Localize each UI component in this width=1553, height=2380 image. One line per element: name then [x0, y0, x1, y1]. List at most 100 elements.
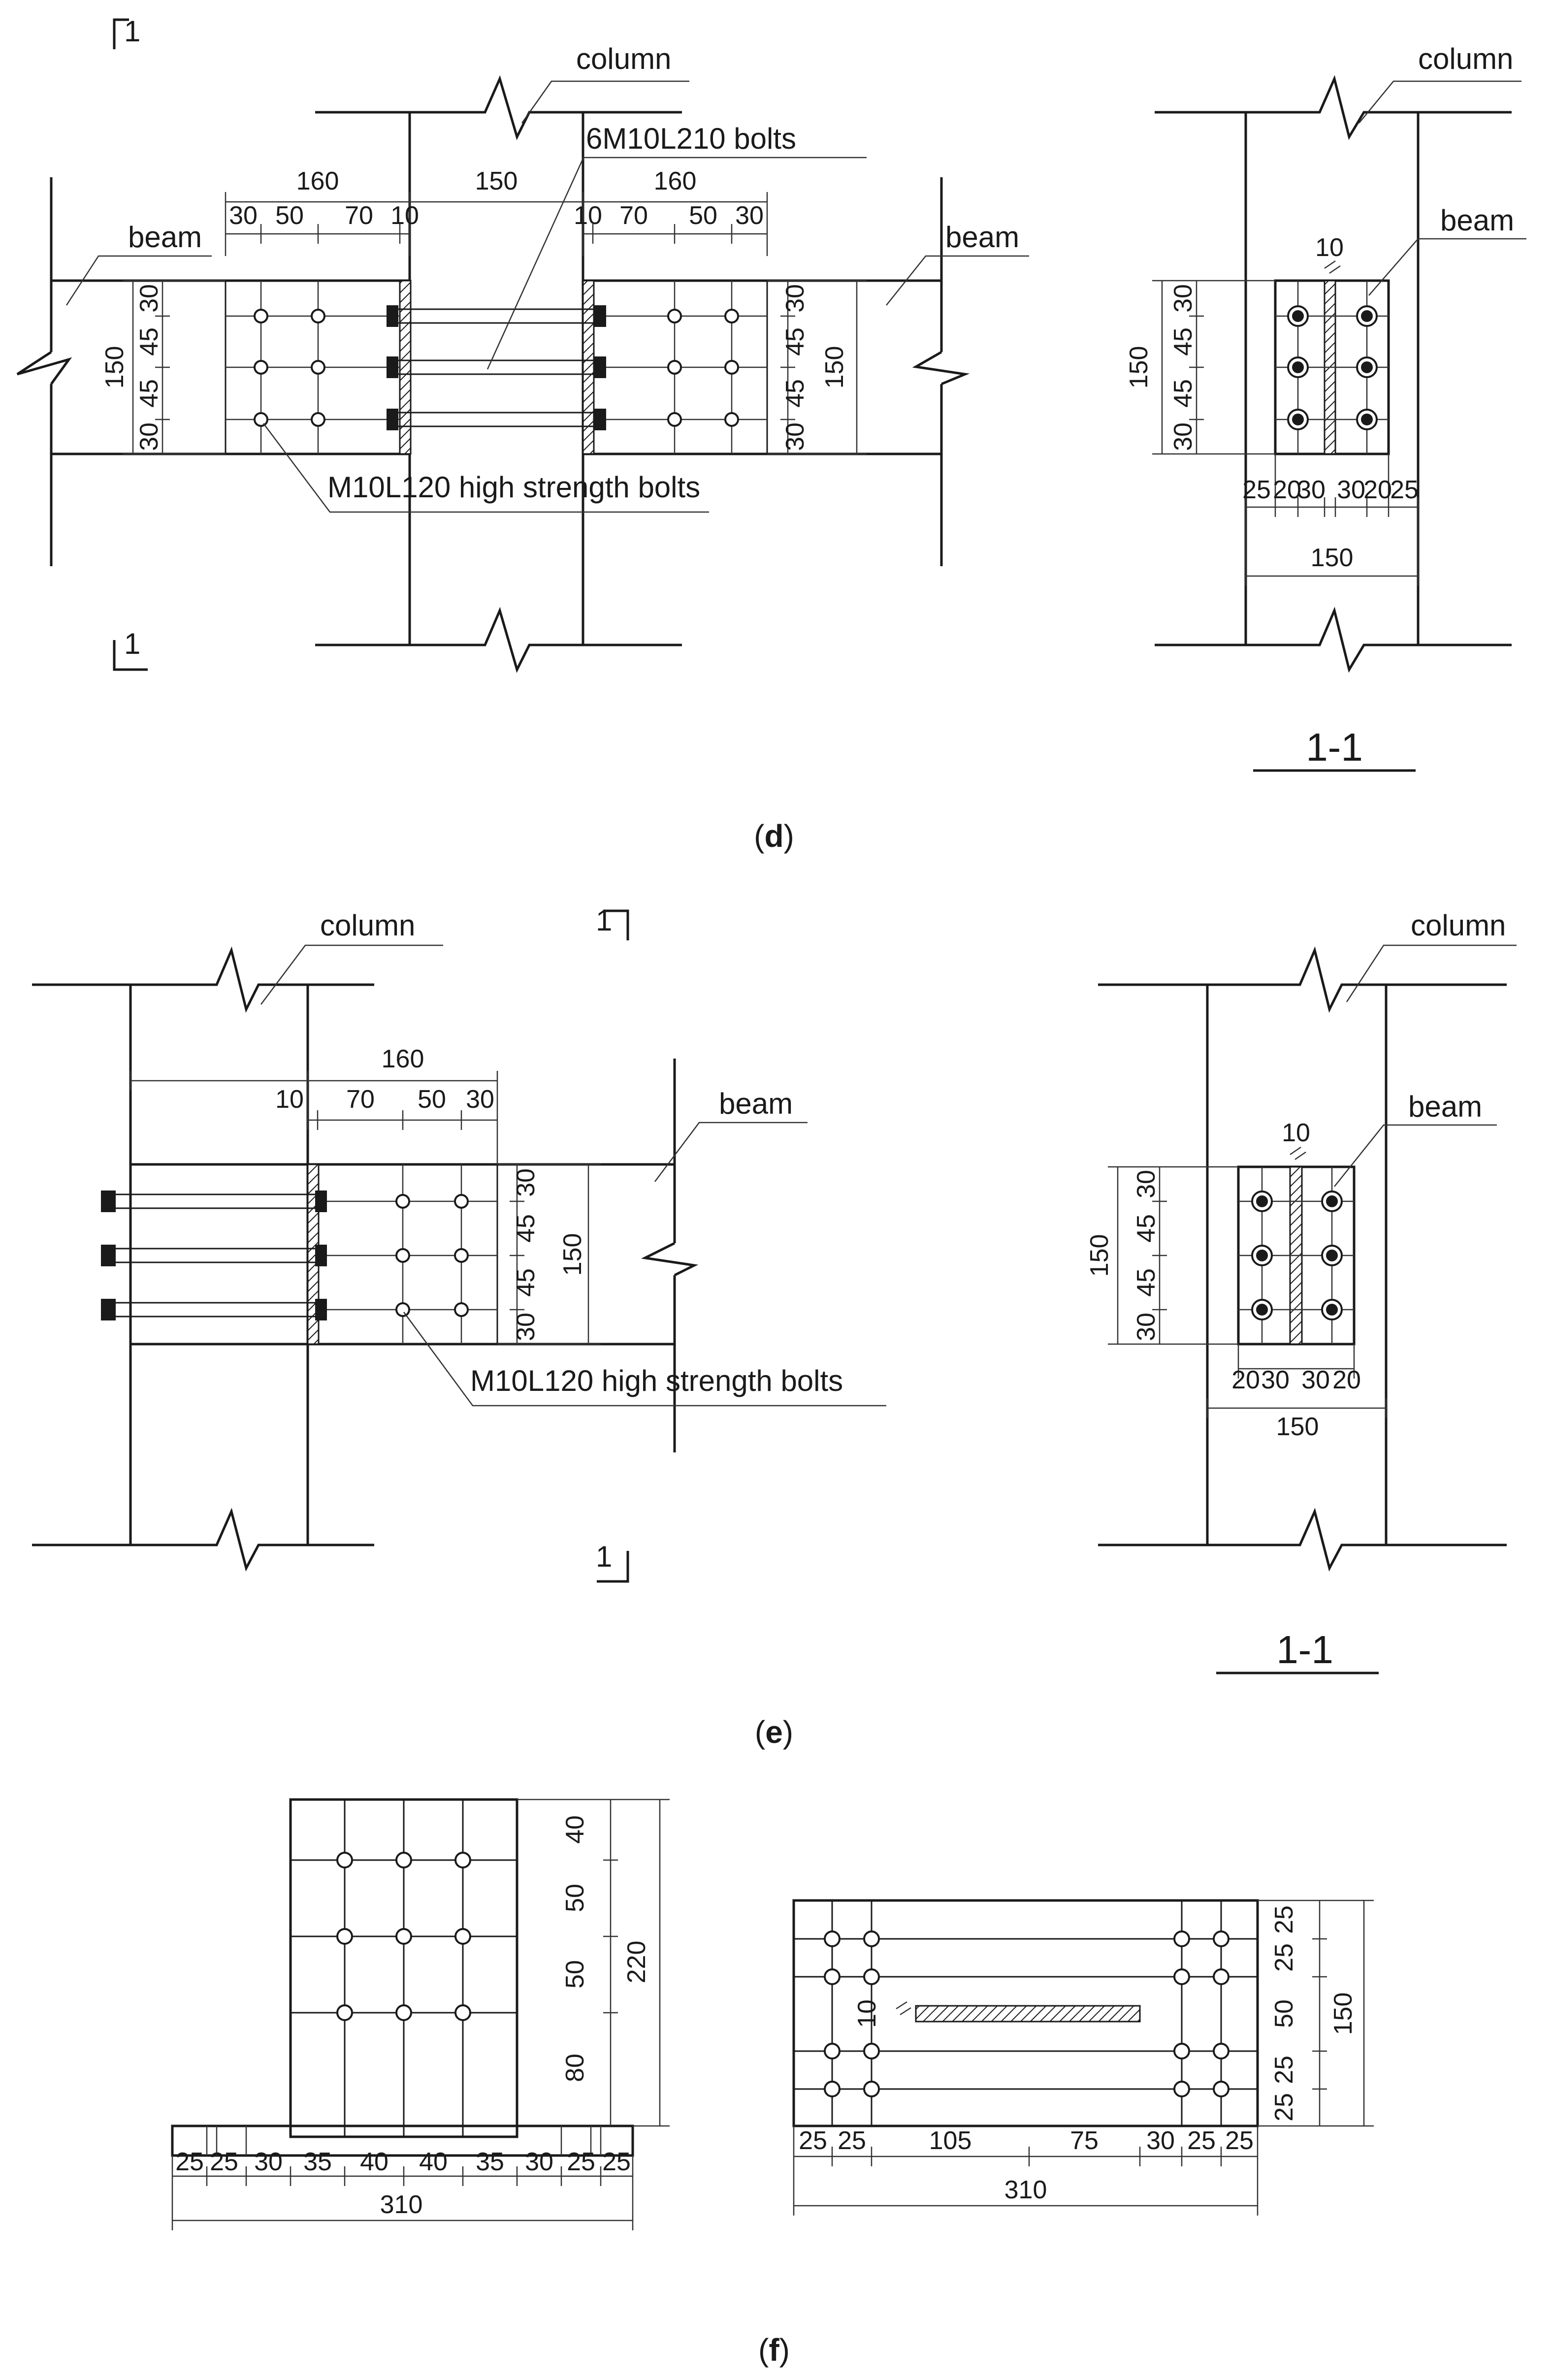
dim-d-v2r: 45 — [781, 379, 809, 408]
dim-d-v2l: 45 — [135, 379, 163, 408]
label-hs-bolts-d: M10L120 high strength bolts — [327, 471, 700, 504]
dim-d-l2: 70 — [345, 201, 373, 230]
dim-e-sec-v0: 30 — [1132, 1170, 1161, 1198]
section-title-e: 1-1 — [1276, 1628, 1333, 1672]
dim-f-plan-vtotal: 150 — [1329, 1993, 1358, 2035]
dim-d-vtotal-l: 150 — [100, 346, 129, 389]
panel-f: 40 50 50 80 220 25 25 30 35 40 40 35 30 … — [171, 1798, 1374, 2368]
section-mark-top: 1 — [124, 15, 140, 48]
dim-f-elev-b2: 30 — [254, 2148, 283, 2176]
label-beam-left-d: beam — [128, 221, 202, 254]
section-title-d: 1-1 — [1306, 725, 1363, 769]
dim-f-plan-b1: 25 — [838, 2126, 866, 2155]
dim-e-v3: 30 — [512, 1313, 540, 1341]
dim-d-vtotal-r: 150 — [820, 346, 849, 389]
dim-d-l3: 10 — [390, 201, 419, 230]
label-column-sec-d: column — [1418, 42, 1513, 75]
section-mark-e-top: 1 — [596, 904, 612, 937]
end-plate-right-d — [582, 280, 595, 455]
dim-d-sec-b3: 30 — [1337, 476, 1365, 504]
dim-f-plan-btotal: 310 — [1004, 2176, 1047, 2204]
section-mark-bottom: 1 — [124, 627, 140, 660]
section-mark-e-bottom: 1 — [596, 1540, 612, 1573]
dim-d-sec-v0: 30 — [1169, 284, 1197, 313]
dim-f-elev-b8: 25 — [567, 2148, 595, 2176]
dim-top-1: 150 — [475, 167, 518, 195]
dim-d-r3: 30 — [735, 201, 764, 230]
dim-e-v0: 30 — [512, 1168, 540, 1197]
dim-d-v1l: 45 — [135, 327, 163, 356]
dim-f-plan-b2: 105 — [929, 2126, 972, 2155]
dim-d-v0l: 30 — [135, 284, 163, 313]
dim-e-sec-btotal: 150 — [1276, 1413, 1319, 1441]
dim-e-sec-b0: 20 — [1231, 1366, 1260, 1394]
dim-f-plan-v1: 25 — [1270, 1943, 1298, 1972]
dim-d-v1r: 45 — [781, 327, 809, 356]
dim-e-v2: 45 — [512, 1268, 540, 1297]
caption-f: (f) — [758, 2332, 790, 2368]
dim-f-plan-b5: 25 — [1187, 2126, 1216, 2155]
dim-d-sec-btotal: 150 — [1311, 544, 1354, 572]
dim-f-elev-btotal: 310 — [380, 2190, 423, 2219]
dim-d-sec-b0: 25 — [1242, 476, 1271, 504]
dim-d-sec-v2: 45 — [1169, 379, 1197, 408]
dim-e-top-2: 50 — [418, 1085, 446, 1114]
dim-f-elev-v3: 80 — [561, 2054, 589, 2082]
section-e: 10 beam column 150 30 45 45 30 20 30 30 … — [1085, 909, 1517, 1674]
dim-d-l0: 30 — [229, 201, 258, 230]
beam-left-d — [16, 177, 410, 566]
label-column-e: column — [320, 909, 415, 942]
dim-e-sec-v2: 45 — [1132, 1268, 1161, 1297]
through-bolts-e — [101, 1190, 327, 1320]
dim-d-sec-vtotal: 150 — [1125, 346, 1153, 389]
dim-f-plan-b0: 25 — [799, 2126, 827, 2155]
caption-e: (e) — [755, 1714, 793, 1750]
plan-f: 10 25 25 50 25 25 150 25 25 105 75 — [792, 1899, 1374, 2216]
dim-d-r0: 10 — [574, 201, 602, 230]
end-plate-left-d — [399, 280, 412, 455]
dim-f-plan-b3: 75 — [1070, 2126, 1099, 2155]
dim-d-sec-b1: 20 — [1273, 476, 1301, 504]
dim-f-plan-b6: 25 — [1225, 2126, 1254, 2155]
dim-d-l1: 50 — [275, 201, 304, 230]
dim-e-top-1: 70 — [346, 1085, 375, 1114]
dim-d-v3r: 30 — [781, 422, 809, 451]
dim-e-top-total: 160 — [382, 1045, 424, 1073]
label-column-sec-e: column — [1411, 909, 1506, 942]
dim-e-sec-b2: 30 — [1301, 1366, 1330, 1394]
dim-f-plan-v4: 25 — [1270, 2093, 1298, 2122]
dim-f-elev-v0: 40 — [561, 1815, 589, 1844]
dim-e-top-0: 10 — [275, 1085, 304, 1114]
through-bolts-d — [387, 305, 606, 430]
dim-d-v0r: 30 — [781, 284, 809, 313]
label-through-bolts-d: 6M10L210 bolts — [586, 122, 796, 155]
dim-d-sec-b4: 20 — [1363, 476, 1392, 504]
hs-bolts-d — [254, 309, 739, 427]
dim-d-sec-b2: 30 — [1297, 476, 1326, 504]
hatched-plate-f — [915, 2005, 1141, 2023]
label-hs-bolts-e: M10L120 high strength bolts — [470, 1364, 843, 1397]
dim-e-sec-thk: 10 — [1282, 1119, 1310, 1147]
dim-f-elev-b1: 25 — [210, 2148, 238, 2176]
dim-f-plan-b4: 30 — [1146, 2126, 1175, 2155]
beam-right-d — [583, 177, 970, 566]
dim-f-elev-b6: 35 — [476, 2148, 504, 2176]
label-beam-right-d: beam — [945, 221, 1019, 254]
dim-f-elev-b9: 25 — [602, 2148, 631, 2176]
panel-d: 1 1 — [16, 15, 1526, 854]
dim-e-sec-v3: 30 — [1132, 1313, 1161, 1341]
dim-e-vtotal: 150 — [558, 1233, 587, 1276]
caption-d: (d) — [754, 818, 794, 854]
dim-f-plan-v2: 50 — [1270, 1999, 1298, 2028]
dim-top-2: 160 — [654, 167, 697, 195]
dim-d-r1: 70 — [619, 201, 648, 230]
dim-e-sec-b1: 30 — [1261, 1366, 1290, 1394]
dim-f-elev-b5: 40 — [419, 2148, 448, 2176]
dim-f-elev-v2: 50 — [561, 1960, 589, 1989]
dim-f-elev-b0: 25 — [175, 2148, 204, 2176]
dim-d-r2: 50 — [689, 201, 717, 230]
panel-e: 1 1 — [32, 904, 1517, 1750]
label-column-d: column — [576, 42, 671, 75]
dim-e-sec-v1: 45 — [1132, 1214, 1161, 1243]
